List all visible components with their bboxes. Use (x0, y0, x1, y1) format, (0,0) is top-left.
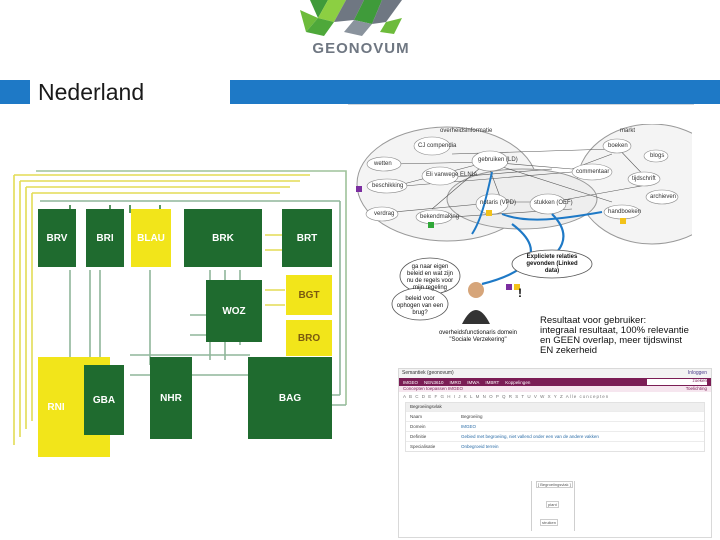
nav-nen3610[interactable]: NEN3610 (424, 379, 444, 385)
label-blogs: blogs (650, 153, 665, 159)
divider (348, 104, 694, 105)
concept-card: Begroeiingsvlak Naam Begroeiing Domein IMG… (405, 402, 705, 452)
app-title-bar: Semantiek (geonovum) Inloggen (399, 369, 711, 378)
section-title: Nederland (38, 79, 145, 105)
table-row: Specialisatie Onbegroeid terrein (406, 441, 704, 451)
register-box-bro: BRO (286, 320, 332, 356)
app-subnav: Concepten toepassen IMGEO zoeken Toelich… (399, 378, 711, 392)
result-line-1: Resultaat voor gebruiker: (540, 315, 647, 326)
label-overheidsinformatie: overheidsinformatie (440, 128, 493, 134)
row-value-link[interactable]: Onbegroeid terrein (461, 444, 499, 449)
result-line-4: EN zekerheid (540, 345, 598, 356)
register-box-bgt: BGT (286, 275, 332, 315)
result-line-3: en GEEN overlap, meer tijdswinst (540, 335, 683, 346)
subnav-text: Concepten toepassen IMGEO (403, 386, 464, 391)
search-button[interactable]: zoeken (692, 378, 707, 383)
tree-node[interactable]: plant (546, 501, 559, 508)
nav-imbrt[interactable]: IMBRT (485, 379, 500, 385)
label-beschikking: beschikking (372, 183, 404, 189)
tree-node[interactable]: [ Begroeiingsvlak ] (536, 481, 573, 488)
register-box-blau: BLAU (131, 209, 171, 267)
label-archieven: archieven (650, 194, 677, 200)
nav-imwa[interactable]: IMWA (467, 379, 480, 385)
app-title: Semantiek (geonovum) (402, 370, 454, 376)
svg-text:!: ! (518, 286, 522, 300)
label-bekendmaking: bekendmaking (420, 214, 460, 220)
question-bubble-1: ga naar eigen beleid en wat zijn nu de r… (406, 264, 454, 291)
register-box-woz: WOZ (206, 280, 262, 342)
title-label-background (30, 80, 230, 104)
geonovum-logo-icon (300, 0, 402, 36)
register-box-nhr: NHR (150, 357, 192, 439)
label-tijdschrift: tijdschrift (632, 176, 656, 182)
linked-data-diagram: ! overheidsinformatie markt CJ compendia… (352, 124, 692, 364)
table-row: Definitie Gebied met begroeiing, niet val… (406, 431, 704, 441)
card-title: Begroeiingsvlak (406, 403, 704, 411)
row-key: Naam (410, 414, 423, 419)
register-box-brk: BRK (184, 209, 262, 267)
table-row: Domein IMGEO (406, 421, 704, 431)
label-eli: Eli vanwege ELNIA (426, 172, 478, 178)
label-verdrag: verdrag (374, 211, 395, 217)
row-value: Begroeiing (461, 414, 483, 419)
row-value: Gebied met begroeiing, niet vallend onde… (461, 434, 599, 439)
persona-label: overheidsfunctionaris domein "Sociale Ve… (438, 330, 518, 343)
login-link[interactable]: Inloggen (687, 370, 707, 376)
label-cj: CJ compendia (418, 143, 457, 149)
subnav-right[interactable]: Toelichting (685, 386, 707, 391)
register-box-bri: BRI (86, 209, 124, 267)
tree-node[interactable]: struiken (540, 519, 559, 526)
register-diagram: BRV BRI BLAU BRK BRT WOZ BGT BRO RNI GBA… (10, 165, 355, 460)
alphabet-index[interactable]: A B C D E F G H I J K L M N O P Q R S T … (403, 394, 610, 399)
result-text: Resultaat voor gebruiker: integraal resu… (540, 316, 715, 356)
nav-imro[interactable]: IMRO (449, 379, 462, 385)
question-bubble-2: beleid voor ophogen van een brug? (396, 296, 444, 316)
nav-imgeo[interactable]: IMGEO (403, 379, 419, 385)
label-notaris: notaris (VPD) (480, 200, 517, 206)
explicit-relations-bubble: Expliciete relaties gevonden (Linked dat… (526, 254, 578, 274)
row-key: Definitie (410, 434, 427, 439)
concept-graphics: ! (356, 124, 692, 324)
result-line-2: integraal resultaat, 100% relevantie (540, 325, 689, 336)
row-value-link[interactable]: IMGEO (461, 424, 477, 429)
nav-koppelingen[interactable]: Koppelingen (505, 379, 531, 385)
concept-tree: [ Begroeiingsvlak ] plant struiken (531, 481, 575, 531)
label-eurlex: stukken (OEF) (534, 200, 573, 206)
brand-name: GEONOVUM (312, 40, 410, 57)
label-markt: markt (620, 128, 635, 134)
semantic-app-screenshot: Semantiek (geonovum) Inloggen IMGEO NEN3… (398, 368, 712, 538)
row-key: Specialisatie (410, 444, 436, 449)
label-commentaar: commentaar (576, 169, 610, 175)
app-nav: IMGEO NEN3610 IMRO IMWA IMBRT Koppelinge… (399, 378, 711, 386)
table-row: Naam Begroeiing (406, 411, 704, 421)
register-box-brv: BRV (38, 209, 76, 267)
register-box-gba: GBA (84, 365, 124, 435)
label-gebruiken: gebruiken (LD) (478, 157, 518, 163)
label-wetten: wetten (374, 161, 392, 167)
row-key: Domein (410, 424, 426, 429)
register-box-bag: BAG (248, 357, 332, 439)
register-box-brt: BRT (282, 209, 332, 267)
label-handboek: handboeken (608, 209, 642, 215)
search-input[interactable] (647, 379, 707, 385)
label-boeken: boeken (608, 143, 628, 149)
